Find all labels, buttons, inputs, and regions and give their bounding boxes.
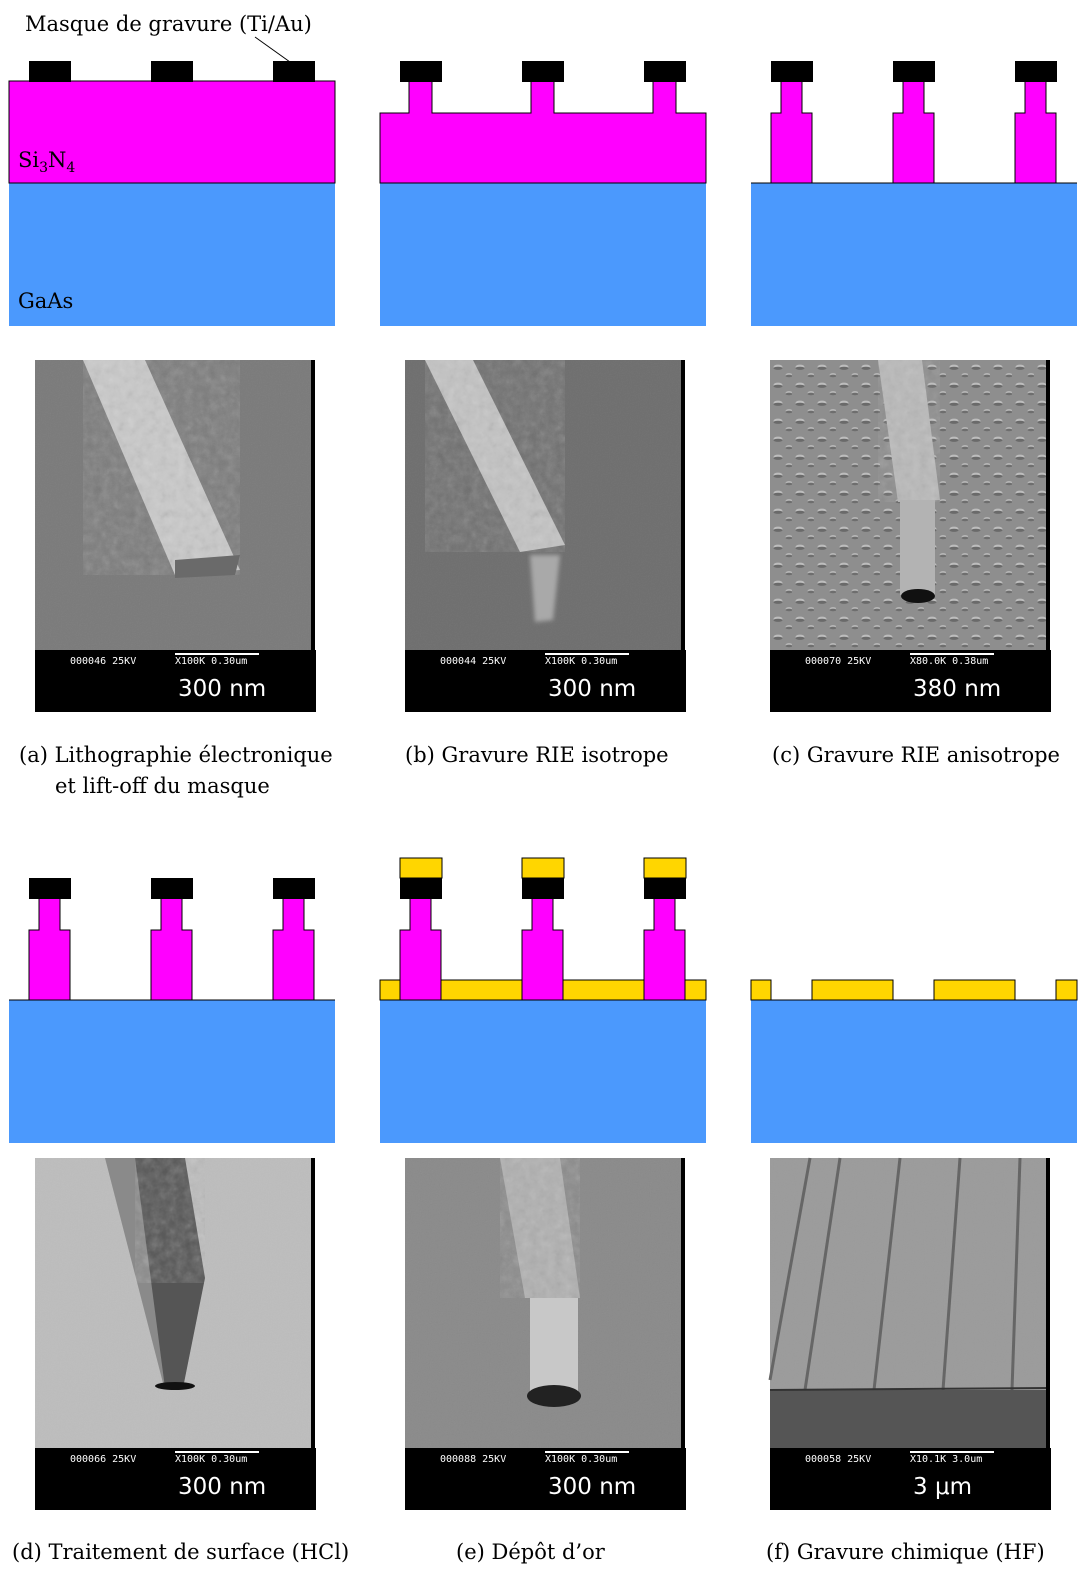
sem-image-d	[35, 1158, 315, 1448]
mask-label: Masque de gravure (Ti/Au)	[25, 12, 312, 36]
etch-mask	[1015, 61, 1057, 82]
mask-label-leader	[254, 36, 291, 63]
sem-image-f	[768, 1157, 1051, 1448]
caption-b-line1: (b) Gravure RIE isotrope	[405, 743, 669, 767]
gaas-substrate	[9, 183, 335, 326]
sem-magnification: X100K 0.30um	[175, 1454, 248, 1465]
sem-image-e	[405, 1158, 685, 1448]
sem-code: 000044 25KV	[440, 656, 507, 667]
gold-cap	[399, 857, 443, 879]
etch-mask	[29, 61, 71, 82]
caption-b: (b) Gravure RIE isotrope	[405, 740, 669, 771]
sem-scale-label: 300 nm	[548, 1474, 637, 1500]
sem-scale-marker	[545, 653, 629, 655]
sem-code: 000058 25KV	[805, 1454, 872, 1465]
sem-scale-marker	[175, 653, 259, 655]
si3n4-pillar	[399, 897, 442, 1001]
gold-stripe	[750, 979, 772, 1001]
schematic-b	[379, 61, 707, 326]
etch-mask	[893, 61, 935, 82]
gaas-label: GaAs	[18, 289, 73, 313]
etch-mask	[151, 61, 193, 82]
sem-scale-marker	[545, 1451, 629, 1453]
caption-f: (f) Gravure chimique (HF)	[766, 1537, 1045, 1568]
sem-magnification: X100K 0.30um	[545, 1454, 618, 1465]
sem-image-b	[405, 360, 685, 650]
sem-image-c	[770, 360, 1050, 650]
caption-e-line1: (e) Dépôt d’or	[456, 1540, 605, 1564]
sem-magnification: X10.1K 3.0um	[910, 1454, 983, 1465]
sem-magnification: X100K 0.30um	[175, 656, 248, 667]
caption-e: (e) Dépôt d’or	[456, 1537, 605, 1568]
sem-scale-label: 300 nm	[178, 1474, 267, 1500]
gaas-substrate	[751, 183, 1077, 326]
schematic-a: Masque de gravure (Ti/Au) Si3N4 GaAs	[8, 12, 336, 326]
etch-mask	[522, 61, 564, 82]
schematic-f	[750, 979, 1078, 1143]
sem-info-bar-d: 000066 25KV X100K 0.30um 300 nm	[35, 1448, 316, 1510]
si3n4-layer	[8, 80, 336, 184]
sem-image-a	[35, 360, 315, 650]
sem-scale-label: 3 μm	[913, 1474, 972, 1500]
sem-info-bar-a: 000046 25KV X100K 0.30um 300 nm	[35, 650, 316, 712]
etch-mask	[400, 878, 442, 899]
sem-info-bar-c: 000070 25KV X80.0K 0.38um 380 nm	[770, 650, 1051, 712]
sem-code: 000070 25KV	[805, 656, 872, 667]
sem-scale-marker	[175, 1451, 259, 1453]
sem-scale-marker	[910, 653, 994, 655]
gaas-substrate	[9, 1000, 335, 1143]
etch-mask	[644, 878, 686, 899]
caption-c-line1: (c) Gravure RIE anisotrope	[772, 743, 1060, 767]
si3n4-pillar	[892, 80, 935, 184]
gaas-substrate	[380, 1000, 706, 1143]
sem-info-bar-f: 000058 25KV X10.1K 3.0um 3 μm	[770, 1448, 1051, 1510]
si3n4-pillar	[521, 897, 564, 1001]
etch-mask	[400, 61, 442, 82]
si3n4-pillar	[150, 897, 193, 1001]
gaas-substrate	[751, 1000, 1077, 1143]
etch-mask	[644, 61, 686, 82]
sem-magnification: X80.0K 0.38um	[910, 656, 989, 667]
etch-mask	[273, 61, 315, 82]
si3n4-layer	[379, 80, 707, 184]
gold-stripe	[811, 979, 894, 1001]
sem-scale-label: 380 nm	[913, 676, 1002, 702]
sem-scale-marker	[910, 1451, 994, 1453]
caption-f-line1: (f) Gravure chimique (HF)	[766, 1540, 1045, 1564]
si3n4-pillar	[272, 897, 315, 1001]
caption-d-line1: (d) Traitement de surface (HCl)	[12, 1540, 350, 1564]
schematic-d	[9, 878, 335, 1143]
sem-code: 000066 25KV	[70, 1454, 137, 1465]
sem-magnification: X100K 0.30um	[545, 656, 618, 667]
caption-a-line2: et lift-off du masque	[55, 774, 270, 798]
sem-scale-label: 300 nm	[548, 676, 637, 702]
sem-info-bar-e: 000088 25KV X100K 0.30um 300 nm	[405, 1448, 686, 1510]
caption-c: (c) Gravure RIE anisotrope	[772, 740, 1060, 771]
si3n4-pillar	[643, 897, 686, 1001]
gaas-substrate	[380, 183, 706, 326]
si3n4-pillar	[28, 897, 71, 1001]
sem-info-bar-b: 000044 25KV X100K 0.30um 300 nm	[405, 650, 686, 712]
si3n4-pillar	[770, 80, 813, 184]
etch-mask	[151, 878, 193, 899]
gold-stripe	[1055, 979, 1078, 1001]
schematic-e	[379, 857, 707, 1143]
sem-code: 000088 25KV	[440, 1454, 507, 1465]
schematic-c	[751, 61, 1077, 326]
etch-mask	[273, 878, 315, 899]
sem-code: 000046 25KV	[70, 656, 137, 667]
caption-d: (d) Traitement de surface (HCl)	[12, 1537, 349, 1568]
caption-a-line1: (a) Lithographie électronique	[19, 743, 333, 767]
sem-scale-label: 300 nm	[178, 676, 267, 702]
gold-cap	[643, 857, 687, 879]
etch-mask	[29, 878, 71, 899]
si3n4-label: Si3N4	[18, 148, 75, 176]
gold-cap	[521, 857, 565, 879]
etch-mask	[522, 878, 564, 899]
si3n4-pillar	[1014, 80, 1057, 184]
gold-stripe	[933, 979, 1016, 1001]
caption-a: (a) Lithographie électronique et lift-of…	[19, 740, 333, 802]
etch-mask	[771, 61, 813, 82]
